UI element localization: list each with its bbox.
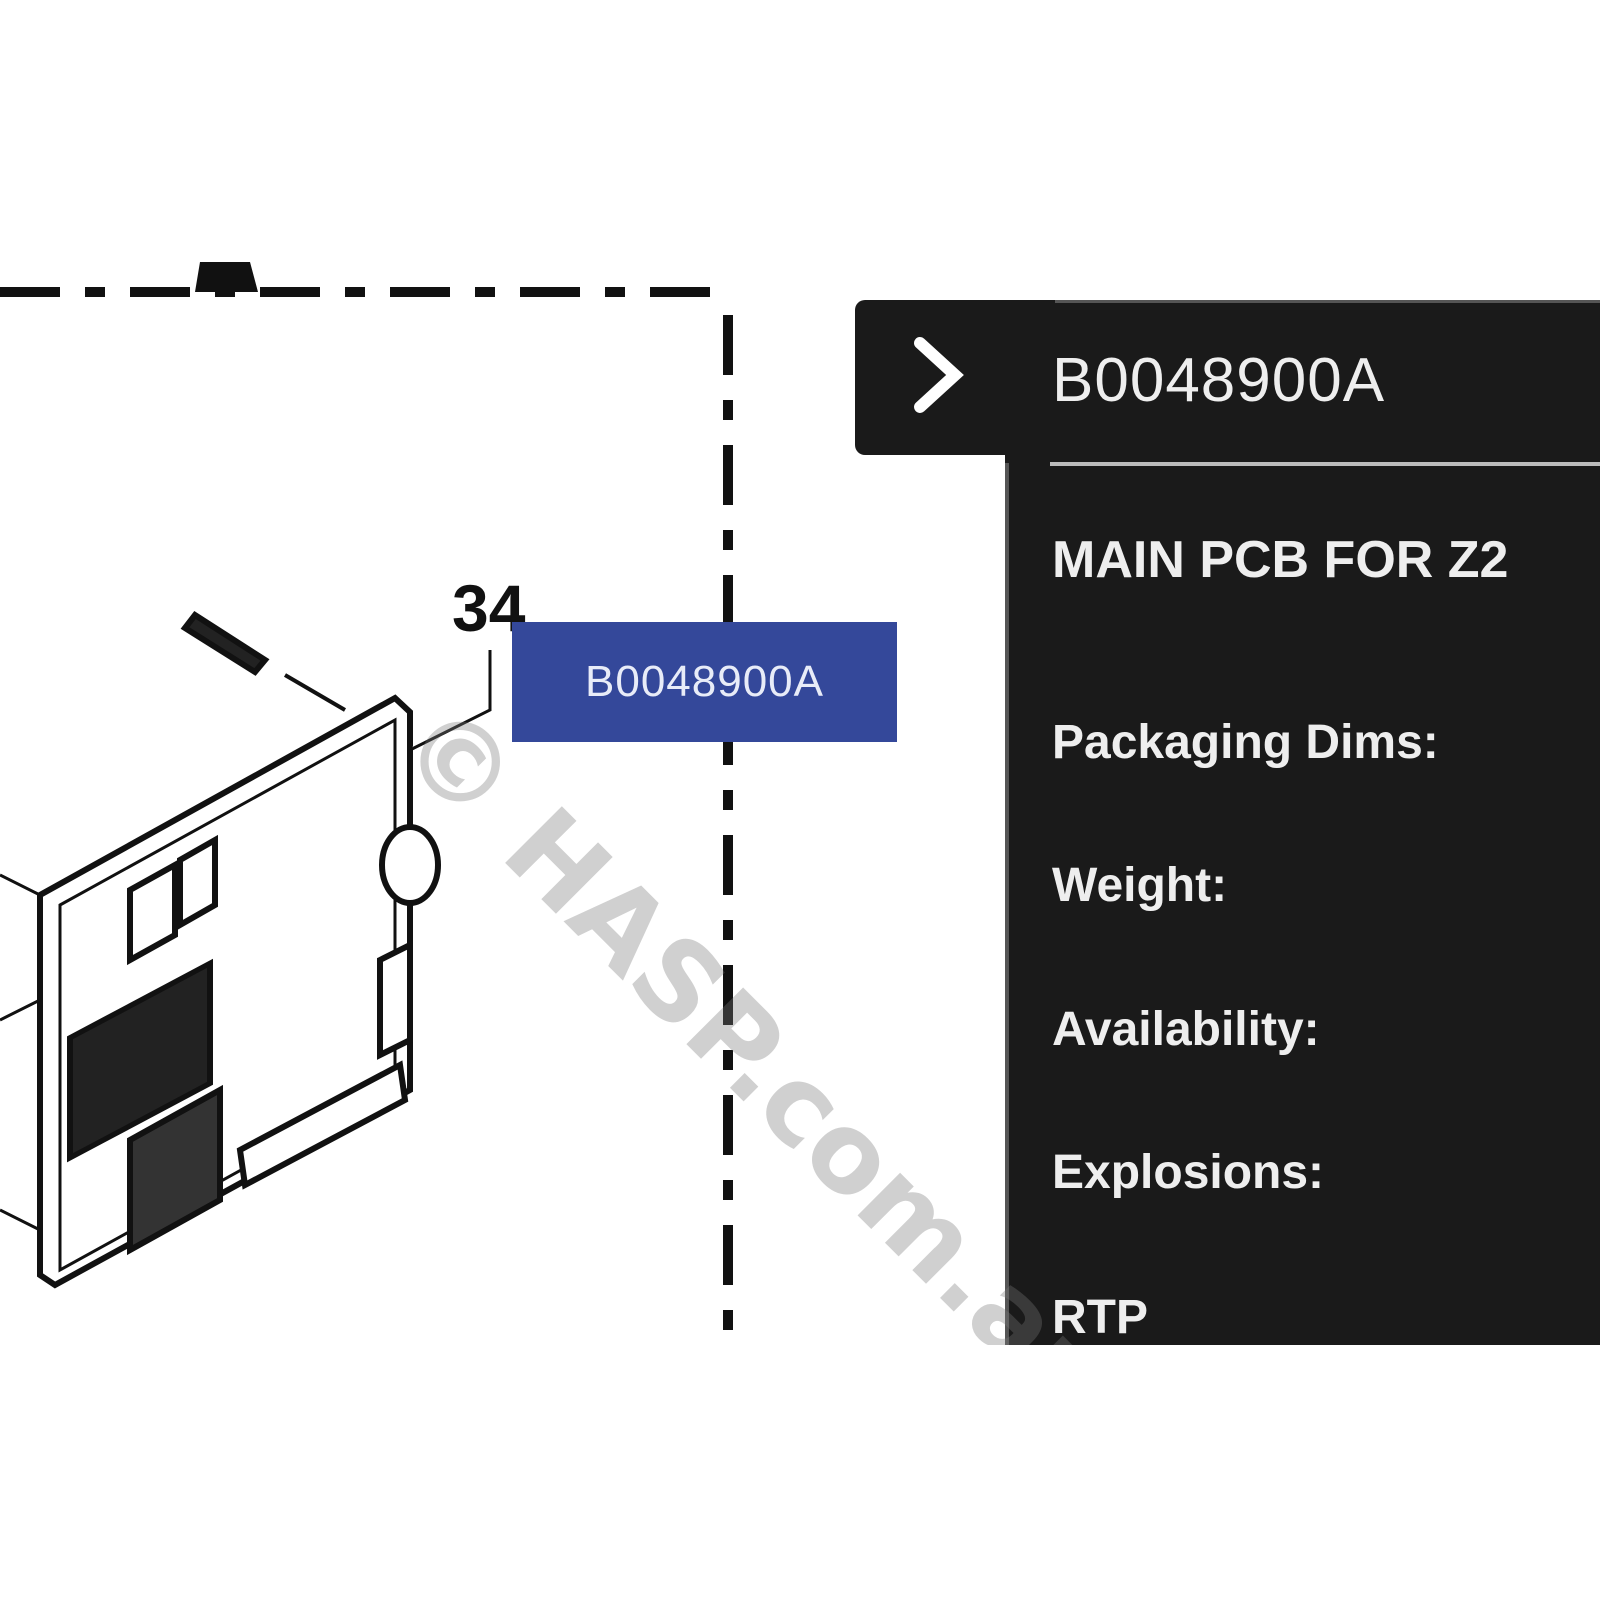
part-tag-hotspot[interactable]: B0048900A [512,622,897,742]
rtp-label: RTP [1052,1291,1148,1344]
chevron-right-icon[interactable] [905,335,975,415]
divider [1050,462,1600,466]
panel-header [1005,300,1600,463]
part-details-panel [1005,300,1600,1345]
part-description: MAIN PCB FOR Z2 [1052,531,1509,589]
availability-label: Availability: [1052,1003,1320,1056]
part-number: B0048900A [1052,346,1386,415]
explosions-label: Explosions: [1052,1146,1325,1199]
packaging-dims-label: Packaging Dims: [1052,716,1439,769]
pcb-board-drawing [0,610,492,1289]
bottom-whitespace [0,1345,1600,1600]
weight-label: Weight: [1052,859,1228,912]
